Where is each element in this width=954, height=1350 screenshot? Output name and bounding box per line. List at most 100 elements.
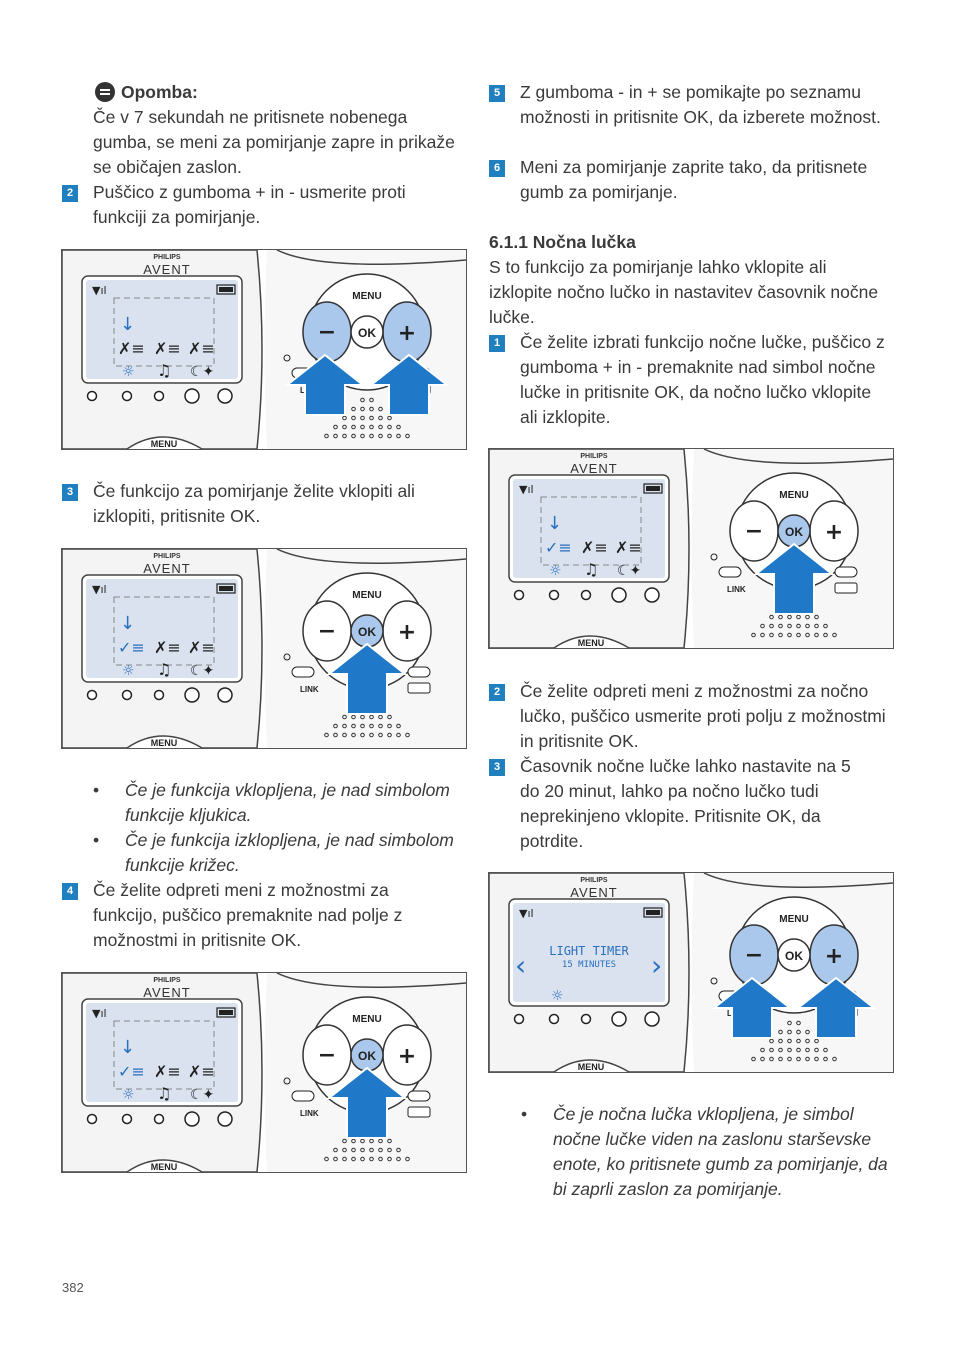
speaker-hole — [360, 732, 365, 738]
speaker-hole — [369, 424, 374, 430]
speaker-hole — [333, 732, 338, 738]
menu-key — [126, 1159, 203, 1172]
menu-key-label: MENU — [151, 738, 178, 748]
brand-label: PHILIPS — [153, 553, 181, 560]
pointer-arrow-icon: ↓ — [120, 314, 135, 335]
options-frame — [113, 1020, 215, 1090]
figure-1: PHILIPSAVENT▼ıl↓✗≡✗≡✗≡☼♫☾✦MENU−+MENUOKLI… — [61, 249, 467, 450]
plus-icon: + — [398, 1044, 416, 1069]
speaker-hole — [787, 1047, 792, 1053]
speaker-hole — [769, 1056, 774, 1062]
signal-icon: ▼ıl — [519, 483, 534, 496]
speaker-hole — [387, 424, 392, 430]
speaker-hole — [814, 632, 819, 638]
options-frame — [540, 496, 642, 566]
speaker-hole — [823, 632, 828, 638]
moon-stars-icon: ☾✦ — [190, 364, 215, 380]
status-mark-2: ✗≡ — [154, 638, 181, 657]
speaker-hole — [351, 1147, 356, 1153]
unit-button-3 — [580, 589, 592, 601]
step-text-l2: Puščico z gumboma + in - usmerite proti … — [93, 182, 406, 227]
speaker-hole — [387, 1156, 392, 1162]
speaker-hole — [369, 1156, 374, 1162]
status-mark-1: ✓≡ — [118, 1062, 145, 1081]
speaker-hole — [342, 732, 347, 738]
link-label: LINK — [300, 1109, 319, 1118]
baby-unit-top-edge — [276, 973, 466, 988]
step-badge-r5: 5 — [489, 85, 505, 102]
menu-button-label: MENU — [779, 490, 808, 501]
speaker-hole — [387, 433, 392, 439]
section-intro: S to funkcijo za pomirjanje lahko vklopi… — [489, 257, 879, 327]
ok-button-label: OK — [358, 326, 376, 340]
menu-key-label: MENU — [578, 638, 605, 648]
battery-icon — [216, 284, 236, 295]
speaker-hole — [778, 1038, 783, 1044]
speaker-hole — [387, 1138, 392, 1144]
signal-icon: ▼ıl — [92, 284, 107, 297]
signal-icon: ▼ıl — [92, 1007, 107, 1020]
section-title: 6.1.1 Nočna lučka — [489, 232, 636, 252]
unit-button-1 — [86, 689, 98, 701]
battery-level — [219, 287, 233, 292]
speaker-hole — [360, 714, 365, 720]
speaker-hole — [796, 614, 801, 620]
speaker-hole — [369, 397, 374, 403]
speaker-hole — [778, 614, 783, 620]
speaker-hole — [814, 1056, 819, 1062]
speaker-hole — [360, 1147, 365, 1153]
right-button — [834, 566, 858, 578]
status-mark-2: ✗≡ — [154, 339, 181, 358]
status-mark-3: ✗≡ — [188, 339, 215, 358]
unit-button-3 — [153, 390, 165, 402]
speaker-hole — [760, 1056, 765, 1062]
speaker-hole — [396, 723, 401, 729]
step-text-r5: Z gumboma - in + se pomikajte po seznamu… — [520, 82, 881, 127]
menu-key — [553, 635, 630, 648]
right-button — [407, 1090, 431, 1102]
speaker-hole — [405, 1156, 410, 1162]
speaker-hole — [760, 623, 765, 629]
moon-stars-icon: ☾✦ — [190, 663, 215, 679]
speaker-hole — [360, 433, 365, 439]
step-badge-r2: 2 — [489, 684, 505, 701]
device-illustration: PHILIPSAVENT▼ıl↓✗≡✗≡✗≡☼♫☾✦MENU−+MENUOKLI… — [62, 250, 466, 449]
logo-label: AVENT — [143, 262, 190, 277]
speaker-hole — [387, 415, 392, 421]
arrow-ok — [753, 542, 835, 615]
music-icon: ♫ — [584, 560, 598, 579]
step-badge-l2: 2 — [62, 185, 78, 202]
speaker-hole — [369, 714, 374, 720]
battery-level — [219, 586, 233, 591]
logo-label: AVENT — [570, 885, 617, 900]
unit-button-1 — [513, 1013, 525, 1025]
battery-button — [407, 682, 431, 694]
step-badge-r3: 3 — [489, 759, 505, 776]
unit-button-4 — [611, 1011, 627, 1027]
speaker-hole — [333, 1156, 338, 1162]
speaker-hole — [342, 433, 347, 439]
speaker-hole — [342, 1147, 347, 1153]
unit-button-5 — [644, 1011, 660, 1027]
ok-button-label: OK — [785, 525, 803, 539]
speaker-hole — [342, 1156, 347, 1162]
plus-icon: + — [825, 944, 843, 969]
speaker-hole — [832, 632, 837, 638]
music-icon: ♫ — [157, 660, 171, 679]
speaker-hole — [823, 1047, 828, 1053]
speaker-hole — [769, 1047, 774, 1053]
speaker-hole — [405, 732, 410, 738]
speaker-hole — [369, 723, 374, 729]
speaker-hole — [787, 1020, 792, 1026]
speaker-hole — [342, 1138, 347, 1144]
speaker-hole — [823, 1056, 828, 1062]
speaker-hole — [805, 614, 810, 620]
night-light-icon: ☼ — [122, 1087, 135, 1103]
speaker-hole — [378, 732, 383, 738]
unit-button-2 — [121, 689, 133, 701]
speaker-hole — [760, 1047, 765, 1053]
minus-icon: − — [745, 943, 763, 968]
unit-button-5 — [217, 687, 233, 703]
arrow-plus — [795, 976, 877, 1039]
mic-led — [710, 977, 718, 985]
